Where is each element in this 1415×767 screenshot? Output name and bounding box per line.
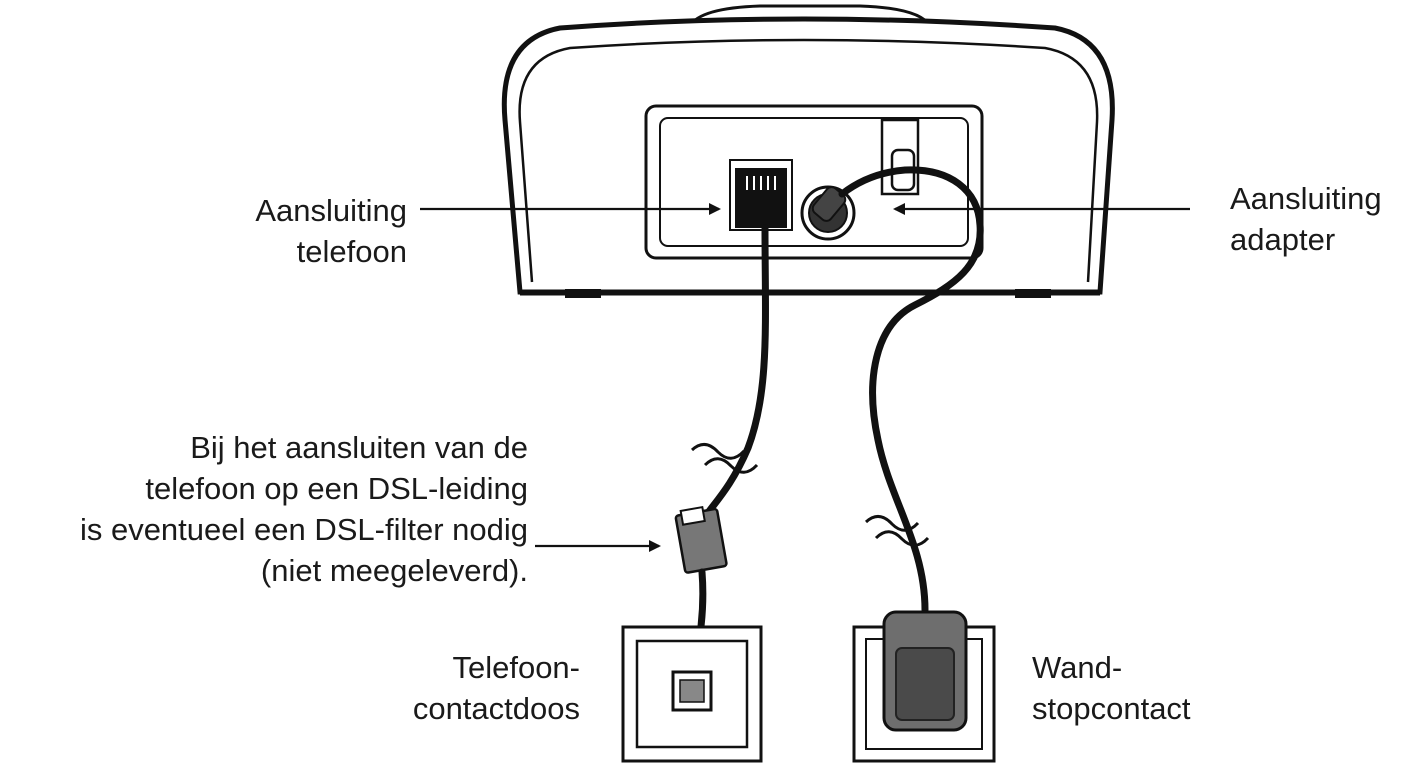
adapter-cable-break <box>864 515 930 547</box>
label-phone-connection: Aansluiting telefoon <box>255 190 407 272</box>
label-wall-outlet-line1: Wand- <box>1032 650 1123 685</box>
phone-cable-break <box>690 443 759 474</box>
adapter-jack[interactable] <box>800 185 856 241</box>
label-phone-socket: Telefoon- contactdoos <box>413 647 580 729</box>
label-dsl-note-line1: Bij het aansluiten van de <box>190 430 528 465</box>
label-dsl-note-line3: is eventueel een DSL-filter nodig <box>79 512 528 547</box>
base-station-foot-right <box>1015 289 1051 298</box>
label-dsl-note: Bij het aansluiten van de telefoon op ee… <box>80 427 528 591</box>
label-wall-outlet: Wand- stopcontact <box>1032 647 1191 729</box>
base-station <box>501 4 1115 298</box>
label-wall-outlet-line2: stopcontact <box>1032 691 1191 726</box>
label-dsl-note-line2: telefoon op een DSL-leiding <box>145 471 528 506</box>
label-phone-connection-line1: Aansluiting <box>255 193 407 228</box>
label-phone-socket-line2: contactdoos <box>412 691 580 726</box>
phone-cable <box>699 224 769 524</box>
label-adapter-connection-line1: Aansluiting <box>1230 181 1382 216</box>
adapter-cable <box>838 166 984 614</box>
label-adapter-connection-line2: adapter <box>1230 222 1336 257</box>
base-station-foot-left <box>565 289 601 298</box>
label-phone-connection-line2: telefoon <box>296 234 407 269</box>
label-dsl-note-line4: (niet meegeleverd). <box>260 553 528 588</box>
telephone-wall-socket <box>621 625 763 763</box>
power-adapter <box>882 610 968 732</box>
base-station-inner-shell <box>518 38 1099 283</box>
phone-jack[interactable] <box>729 159 793 231</box>
dsl-filter <box>674 505 728 574</box>
connector-panel-inner <box>659 117 969 247</box>
cable-hook <box>880 118 920 196</box>
label-phone-socket-line1: Telefoon- <box>452 650 580 685</box>
label-adapter-connection: Aansluiting adapter <box>1230 178 1382 260</box>
